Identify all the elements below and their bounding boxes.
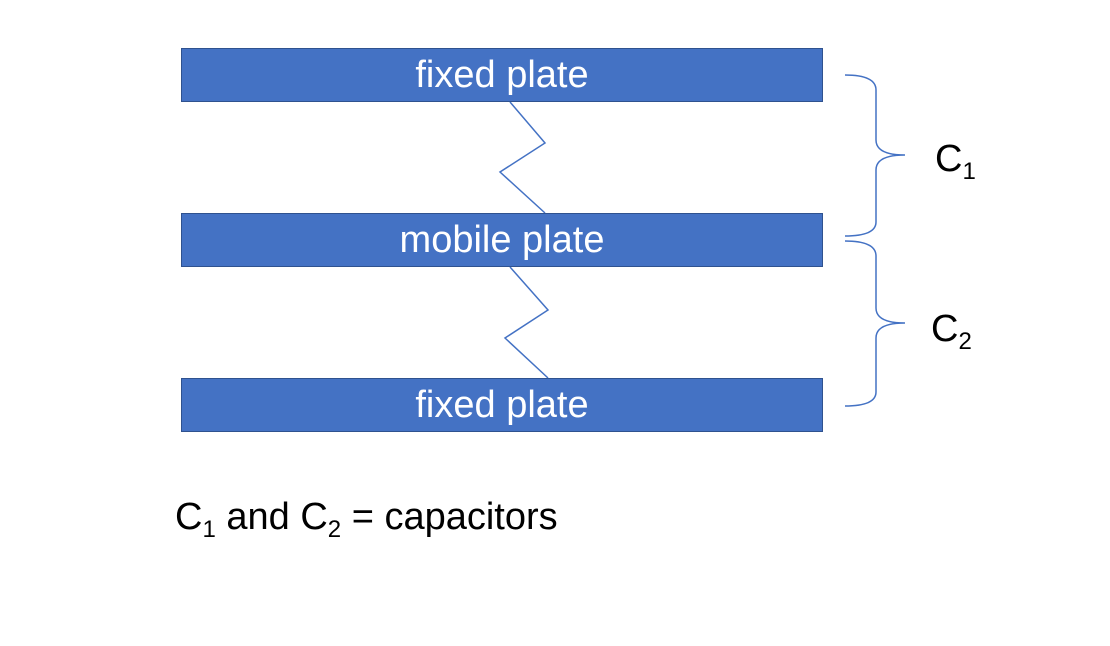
legend-suffix: = capacitors [341, 496, 558, 538]
spring-upper [498, 101, 547, 214]
legend-caption: C1 and C2 = capacitors [175, 498, 558, 542]
spring-lower [503, 266, 550, 379]
legend-conjunction: and [215, 496, 301, 538]
legend-c2-letter: C [300, 496, 328, 538]
capacitor-c2-subscript: 2 [958, 328, 972, 355]
capacitor-c1-letter: C [935, 138, 963, 180]
brace-c2 [844, 240, 906, 407]
fixed-plate-top: fixed plate [181, 48, 823, 102]
capacitor-c2-label: C2 [931, 310, 972, 354]
capacitor-c2-letter: C [931, 308, 959, 350]
legend-c1-subscript: 1 [202, 516, 216, 543]
fixed-plate-bottom-label: fixed plate [415, 384, 589, 426]
fixed-plate-top-label: fixed plate [415, 54, 589, 96]
mobile-plate: mobile plate [181, 213, 823, 267]
legend-c2-subscript: 2 [327, 516, 342, 543]
brace-c1 [844, 74, 906, 237]
legend-c1-letter: C [175, 496, 203, 538]
mobile-plate-label: mobile plate [399, 219, 605, 261]
capacitor-c1-label: C1 [935, 140, 976, 184]
capacitor-c1-subscript: 1 [962, 158, 976, 185]
fixed-plate-bottom: fixed plate [181, 378, 823, 432]
